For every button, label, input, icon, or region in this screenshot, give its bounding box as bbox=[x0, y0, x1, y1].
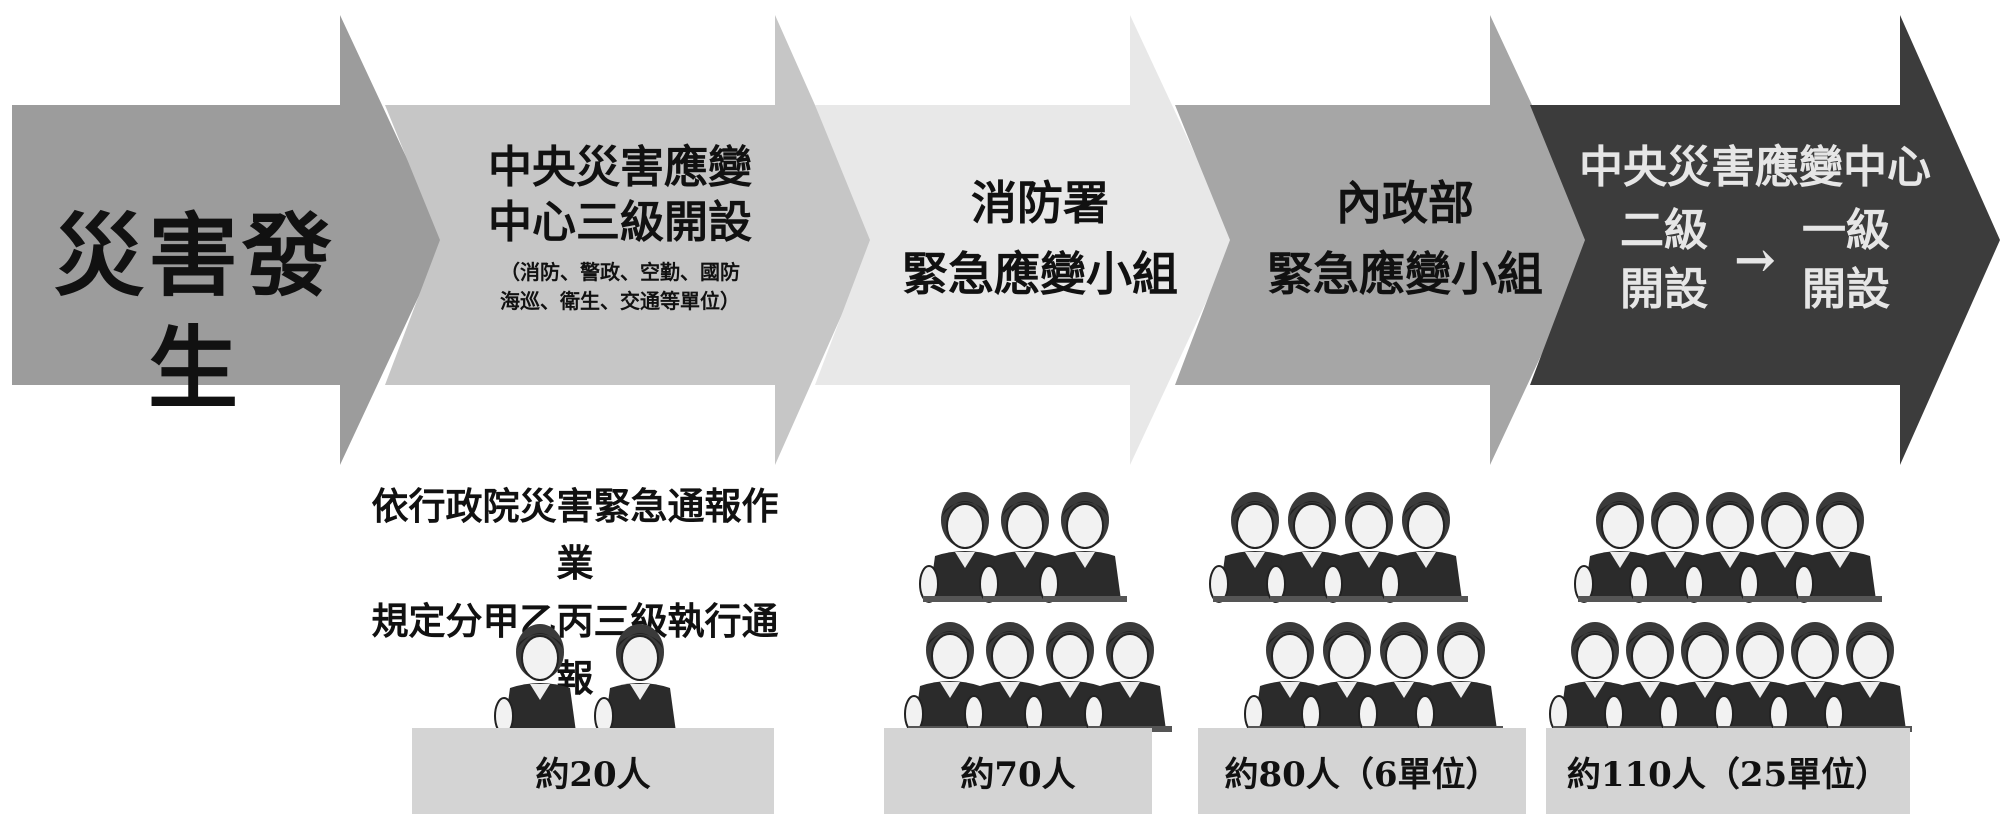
count-box-group1: 約20人 bbox=[412, 728, 774, 814]
person-at-desk-icon bbox=[1769, 622, 1857, 733]
count-label-group1: 約20人 bbox=[535, 754, 651, 795]
person-at-desk-icon bbox=[1415, 622, 1503, 733]
step3-text: 消防署 緊急應變小組 bbox=[860, 168, 1220, 311]
step4-text: 內政部 緊急應變小組 bbox=[1215, 168, 1595, 311]
person-at-desk-icon bbox=[494, 624, 582, 735]
person-at-desk-icon bbox=[1794, 492, 1882, 603]
arrow-step5 bbox=[1530, 15, 2000, 465]
step5-from-bottom: 開設 bbox=[1620, 264, 1709, 316]
step5-from: 二級 開設 bbox=[1620, 201, 1708, 320]
step5-text: 中央災害應變中心 二級 開設 → 一級 開設 bbox=[1540, 140, 1970, 320]
description-line2: 規定分甲乙丙三級執行通報 bbox=[371, 598, 779, 701]
step2-line1: 中央災害應變 bbox=[488, 142, 752, 193]
person-at-desk-icon bbox=[1039, 492, 1127, 603]
person-at-desk-icon bbox=[1024, 622, 1112, 733]
step3-line2: 緊急應變小組 bbox=[902, 247, 1178, 302]
step5-from-top: 二級 bbox=[1620, 205, 1709, 256]
step2-text: 中央災害應變 中心三級開設 （消防、警政、空勤、國防 海巡、衛生、交通等單位） bbox=[440, 140, 800, 316]
person-at-desk-icon bbox=[979, 492, 1067, 603]
description-line1: 依行政院災害緊急通報作業 bbox=[371, 484, 779, 586]
step2-note-line1: （消防、警政、空勤、國防 bbox=[500, 260, 740, 284]
step5-to-top: 一級 bbox=[1801, 205, 1890, 256]
step2-note: （消防、警政、空勤、國防 海巡、衛生、交通等單位） bbox=[440, 258, 800, 316]
arrow-step2 bbox=[385, 15, 875, 465]
step3-line1: 消防署 bbox=[971, 176, 1109, 230]
step5-to-bottom: 開設 bbox=[1801, 264, 1890, 316]
step5-level-change: 二級 開設 → 一級 開設 bbox=[1540, 201, 1970, 320]
person-at-desk-icon bbox=[1684, 492, 1772, 603]
count-label-group2: 約70人 bbox=[960, 754, 1076, 795]
person-at-desk-icon bbox=[1266, 492, 1354, 603]
arrow-step3 bbox=[815, 15, 1235, 465]
right-arrow-icon: → bbox=[1734, 230, 1776, 290]
arrow-step4 bbox=[1175, 15, 1595, 465]
step1-label: 災害發生 bbox=[54, 203, 336, 422]
step4-line2: 緊急應變小組 bbox=[1267, 247, 1543, 302]
person-at-desk-icon bbox=[1824, 622, 1912, 733]
step5-line1: 中央災害應變中心 bbox=[1579, 142, 1931, 193]
arrow-step1 bbox=[12, 15, 445, 465]
person-at-desk-icon bbox=[1739, 492, 1827, 603]
notification-description: 依行政院災害緊急通報作業 規定分甲乙丙三級執行通報 bbox=[355, 478, 795, 707]
count-box-group3: 約80人（6單位） bbox=[1198, 728, 1526, 814]
step5-to: 一級 開設 bbox=[1802, 201, 1890, 320]
step4-line1: 內政部 bbox=[1336, 176, 1474, 230]
person-at-desk-icon bbox=[1380, 492, 1468, 603]
step2-note-line2: 海巡、衛生、交通等單位） bbox=[500, 289, 740, 313]
person-at-desk-icon bbox=[1084, 622, 1172, 733]
person-at-desk-icon bbox=[919, 492, 1007, 603]
person-at-desk-icon bbox=[1549, 622, 1637, 733]
step2-line2: 中心三級開設 bbox=[488, 197, 752, 248]
count-label-group4: 約110人（25單位） bbox=[1566, 754, 1890, 795]
count-box-group4: 約110人（25單位） bbox=[1546, 728, 1910, 814]
count-box-group2: 約70人 bbox=[884, 728, 1152, 814]
count-label-group3: 約80人（6單位） bbox=[1224, 754, 1500, 795]
person-at-desk-icon bbox=[594, 624, 682, 735]
